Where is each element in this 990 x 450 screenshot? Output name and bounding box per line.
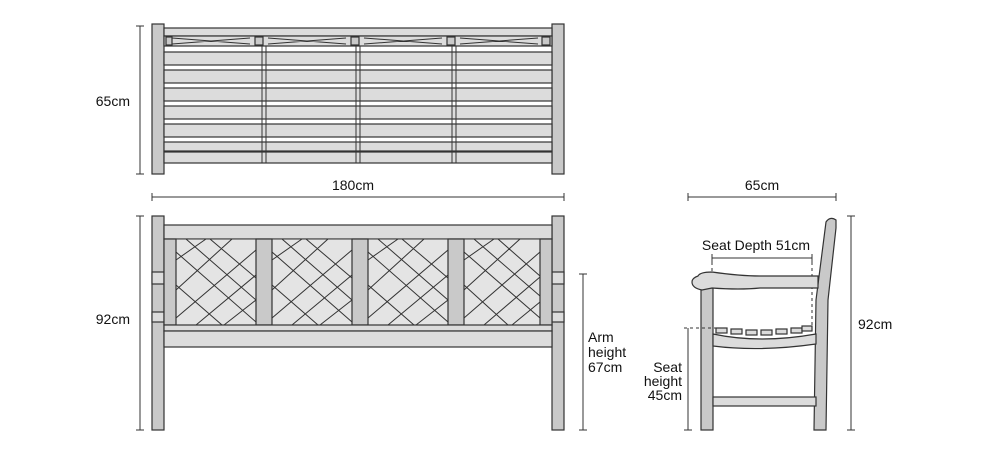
top-view-depth-label: 65cm [96,93,130,109]
front-view-seat-rail [163,330,553,348]
width-label: 180cm [332,177,374,193]
front-view-left-leg [151,215,165,431]
top-view: 65cm [96,23,565,175]
width-dimension: 180cm [151,177,565,201]
arm-height-label-line1: Arm [588,329,614,345]
side-view-armrest [691,271,819,291]
front-view-right-leg [551,215,565,431]
seat-depth-label: Seat Depth 51cm [702,237,810,253]
seat-height-label-line3: 45cm [648,387,682,403]
front-view-lattice-panels [175,238,541,326]
side-view: 65cm Seat Depth 51cm Seat [644,177,892,431]
side-view-lower-stretcher [712,396,817,407]
front-view-top-rail [163,224,553,240]
arm-height-label-line2: height [588,344,626,360]
side-view-depth-label: 65cm [745,177,779,193]
seat-height-label-line2: height [644,373,682,389]
side-view-height-label: 92cm [858,316,892,332]
side-view-seat-slats [715,325,813,336]
front-view-height-label: 92cm [96,311,130,327]
side-view-back-leg [813,217,837,431]
top-view-left-end [151,23,165,175]
side-view-seat-rail [712,333,817,350]
seat-height-label-line1: Seat [653,359,682,375]
arm-height-label-line3: 67cm [588,359,622,375]
top-view-seat-slats [163,46,553,164]
top-view-lattice-pattern [165,36,551,46]
side-view-front-leg [700,287,714,431]
front-view: 92cm Arm height 67cm [96,215,626,431]
top-view-back-rail [163,27,553,37]
top-view-right-end [551,23,565,175]
front-view-seat-edge [163,324,553,332]
